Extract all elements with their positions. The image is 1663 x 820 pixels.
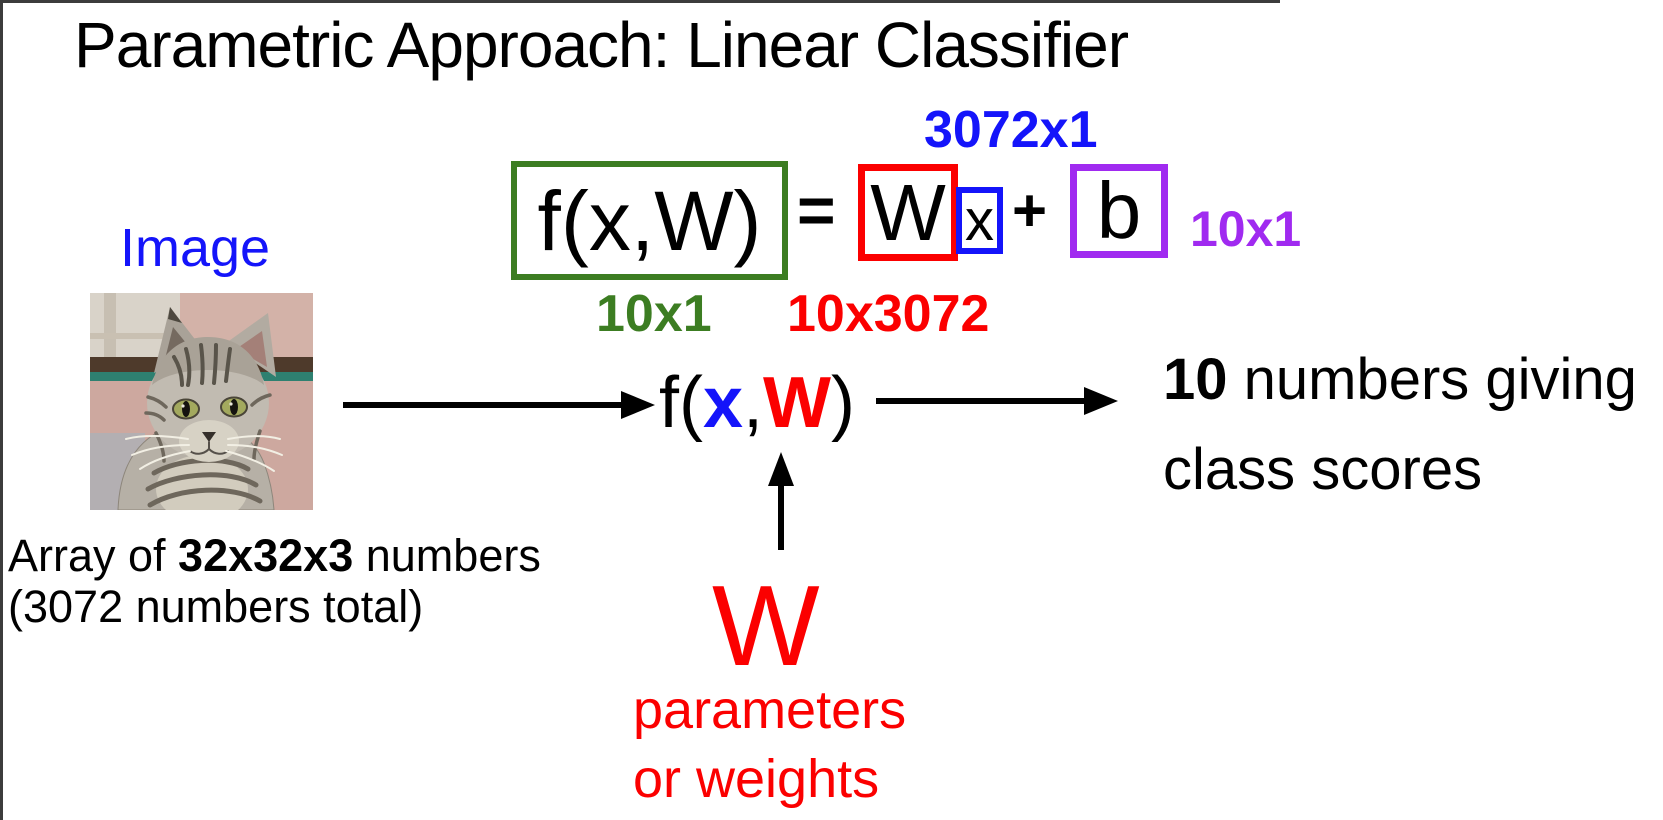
cat-illustration (117, 307, 283, 510)
output-line1-rest: numbers giving (1227, 347, 1637, 412)
equation-b-box: b (1070, 164, 1168, 258)
cat-photo (90, 293, 313, 510)
input-image-label: Image (120, 218, 271, 278)
arrow-image-to-function (343, 391, 655, 419)
weights-caption-line1: parameters (633, 680, 907, 740)
equation-x-term: x (965, 187, 994, 253)
slide-left-border (0, 0, 3, 820)
function-w-term: W (763, 363, 832, 443)
weights-caption-line2: or weights (633, 749, 880, 809)
equation-plus-sign: + (1012, 177, 1048, 244)
function-x-term: x (702, 363, 744, 443)
weights-caption: parameters or weights (633, 676, 906, 814)
function-open: f( (659, 363, 703, 443)
weights-symbol: W (712, 563, 820, 690)
function-close: ) (831, 363, 855, 443)
dim-label-f-10x1: 10x1 (596, 285, 712, 343)
output-line2: class scores (1163, 437, 1483, 502)
page-title: Parametric Approach: Linear Classifier (74, 9, 1129, 81)
equation-w-term: W (870, 167, 946, 257)
equation-equals-sign: = (797, 173, 836, 247)
function-expression: f(x,W) (659, 360, 855, 446)
equation-w-box: W (858, 164, 958, 261)
output-count-bold: 10 (1163, 347, 1228, 412)
input-array-caption: Array of 32x32x3 numbers (3072 numbers t… (8, 530, 541, 632)
slide-top-border (0, 0, 1280, 3)
function-comma: , (743, 363, 764, 443)
caption-suffix: numbers (353, 530, 541, 581)
output-line1: 10 numbers giving (1163, 335, 1637, 425)
caption-dims-bold: 32x32x3 (178, 530, 354, 581)
input-array-caption-line2: (3072 numbers total) (8, 581, 424, 632)
equation-f-box: f(x,W) (511, 161, 788, 280)
input-array-caption-line1: Array of 32x32x3 numbers (8, 530, 541, 581)
dim-label-w-10x3072: 10x3072 (787, 285, 990, 343)
dim-label-b-10x1: 10x1 (1190, 201, 1302, 257)
equation-b-term: b (1096, 166, 1142, 255)
dim-label-x-3072x1: 3072x1 (924, 101, 1098, 159)
arrow-function-to-scores (876, 387, 1118, 415)
equation-f-term: f(x,W) (537, 173, 762, 268)
equation-x-box: x (956, 187, 1003, 254)
caption-prefix: Array of (8, 530, 179, 581)
arrow-weights-to-function (768, 452, 794, 550)
output-description: 10 numbers giving class scores (1163, 335, 1637, 515)
